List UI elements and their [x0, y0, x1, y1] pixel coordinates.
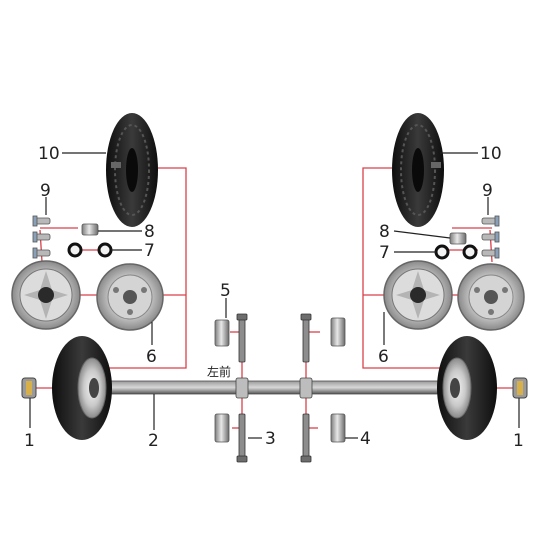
callout-4: 4: [360, 429, 371, 449]
bolts-right: [482, 216, 499, 258]
callout-1-right: 1: [513, 431, 524, 451]
callout-2: 2: [148, 431, 159, 451]
axle-nut-left: [22, 378, 36, 398]
callout-10-right: 10: [480, 144, 502, 164]
wheel-assembled-right: [437, 336, 497, 440]
sleeve-bottom-left: [215, 414, 229, 442]
spacer-left: [82, 224, 98, 235]
callout-6-left: 6: [146, 347, 157, 367]
axle-nut-right: [513, 378, 527, 398]
rim-left-inner: [97, 264, 163, 330]
tire-top-left: [106, 113, 158, 227]
rim-left-outer: [12, 261, 80, 329]
wheel-assembled-left: [52, 336, 112, 440]
spacer-right: [450, 233, 466, 244]
callout-8-right: 8: [379, 222, 390, 242]
tire-top-right: [392, 113, 444, 227]
bolts-left: [33, 216, 50, 258]
axle-shaft: [96, 381, 458, 394]
callout-10-left: 10: [38, 144, 60, 164]
callout-5: 5: [220, 281, 231, 301]
bearings-right: [436, 246, 476, 258]
callout-9-right: 9: [482, 181, 493, 201]
rim-right-outer: [458, 264, 524, 330]
sleeve-top-left: [215, 320, 229, 346]
callout-7-left: 7: [144, 241, 155, 261]
callout-3: 3: [265, 429, 276, 449]
callout-8-left: 8: [144, 222, 155, 242]
callout-7-right: 7: [379, 243, 390, 263]
rim-right-inner: [384, 261, 452, 329]
sleeve-top-right: [331, 318, 345, 346]
callout-1-left: 1: [24, 431, 35, 451]
callout-9-left: 9: [40, 181, 51, 201]
sleeve-bottom-right: [331, 414, 345, 442]
direction-label-front-left: 左前: [207, 364, 231, 379]
callout-6-right: 6: [378, 347, 389, 367]
